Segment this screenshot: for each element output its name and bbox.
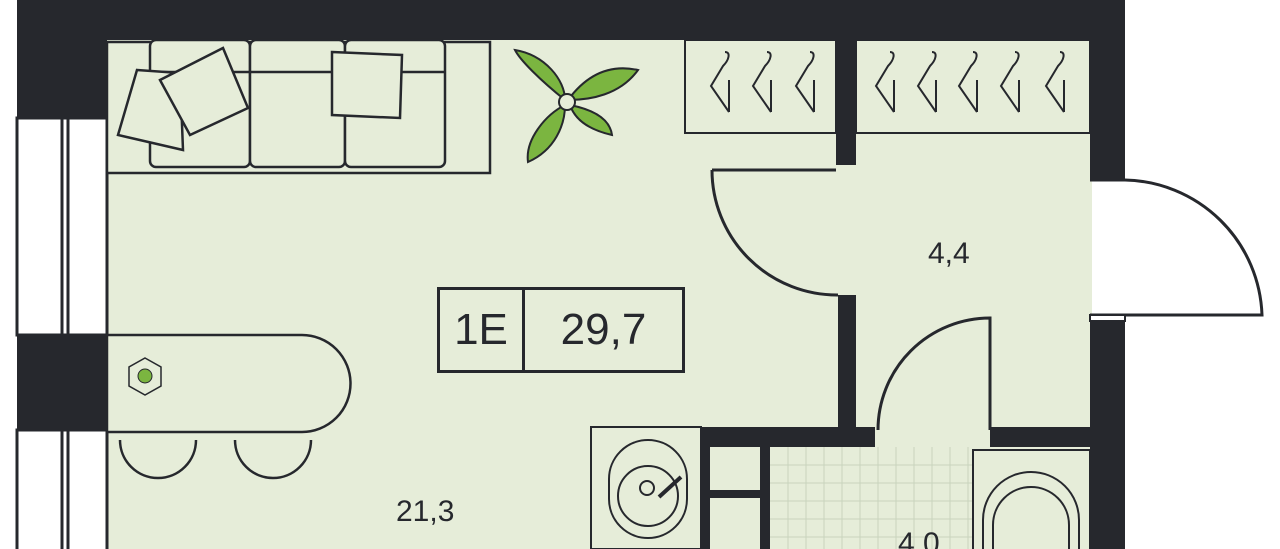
hanger-icon: [957, 51, 978, 113]
hanger-icon: [794, 51, 815, 113]
hanger-icon: [874, 51, 895, 113]
window-left-top: [15, 116, 109, 337]
hanger-icon: [751, 51, 772, 113]
apartment-tag: 1E 29,7: [437, 287, 685, 373]
hanger-icon: [999, 51, 1020, 113]
hanger-icon: [709, 51, 730, 113]
hallway-area: 4,4: [928, 237, 970, 270]
dining-table: [105, 333, 352, 480]
entrance-door: [1090, 178, 1264, 317]
hanger-icon: [916, 51, 937, 113]
wardrobes: [684, 39, 1091, 134]
kitchen-sink: [590, 426, 702, 549]
plant-icon: [513, 48, 640, 164]
walls: [17, 0, 1125, 549]
living-room-area: 21,3: [396, 495, 455, 528]
bathroom-area: 4,0: [898, 527, 940, 549]
total-area: 29,7: [560, 305, 647, 354]
window-left-bottom: [15, 428, 109, 549]
hanger-icon: [1044, 51, 1065, 113]
bathroom-tiles: [770, 447, 973, 549]
apartment-type: 1E: [440, 290, 525, 370]
hall-door: [710, 168, 839, 297]
bathtub: [972, 449, 1091, 549]
sofa: [105, 38, 492, 175]
bathroom-door: [876, 316, 992, 431]
